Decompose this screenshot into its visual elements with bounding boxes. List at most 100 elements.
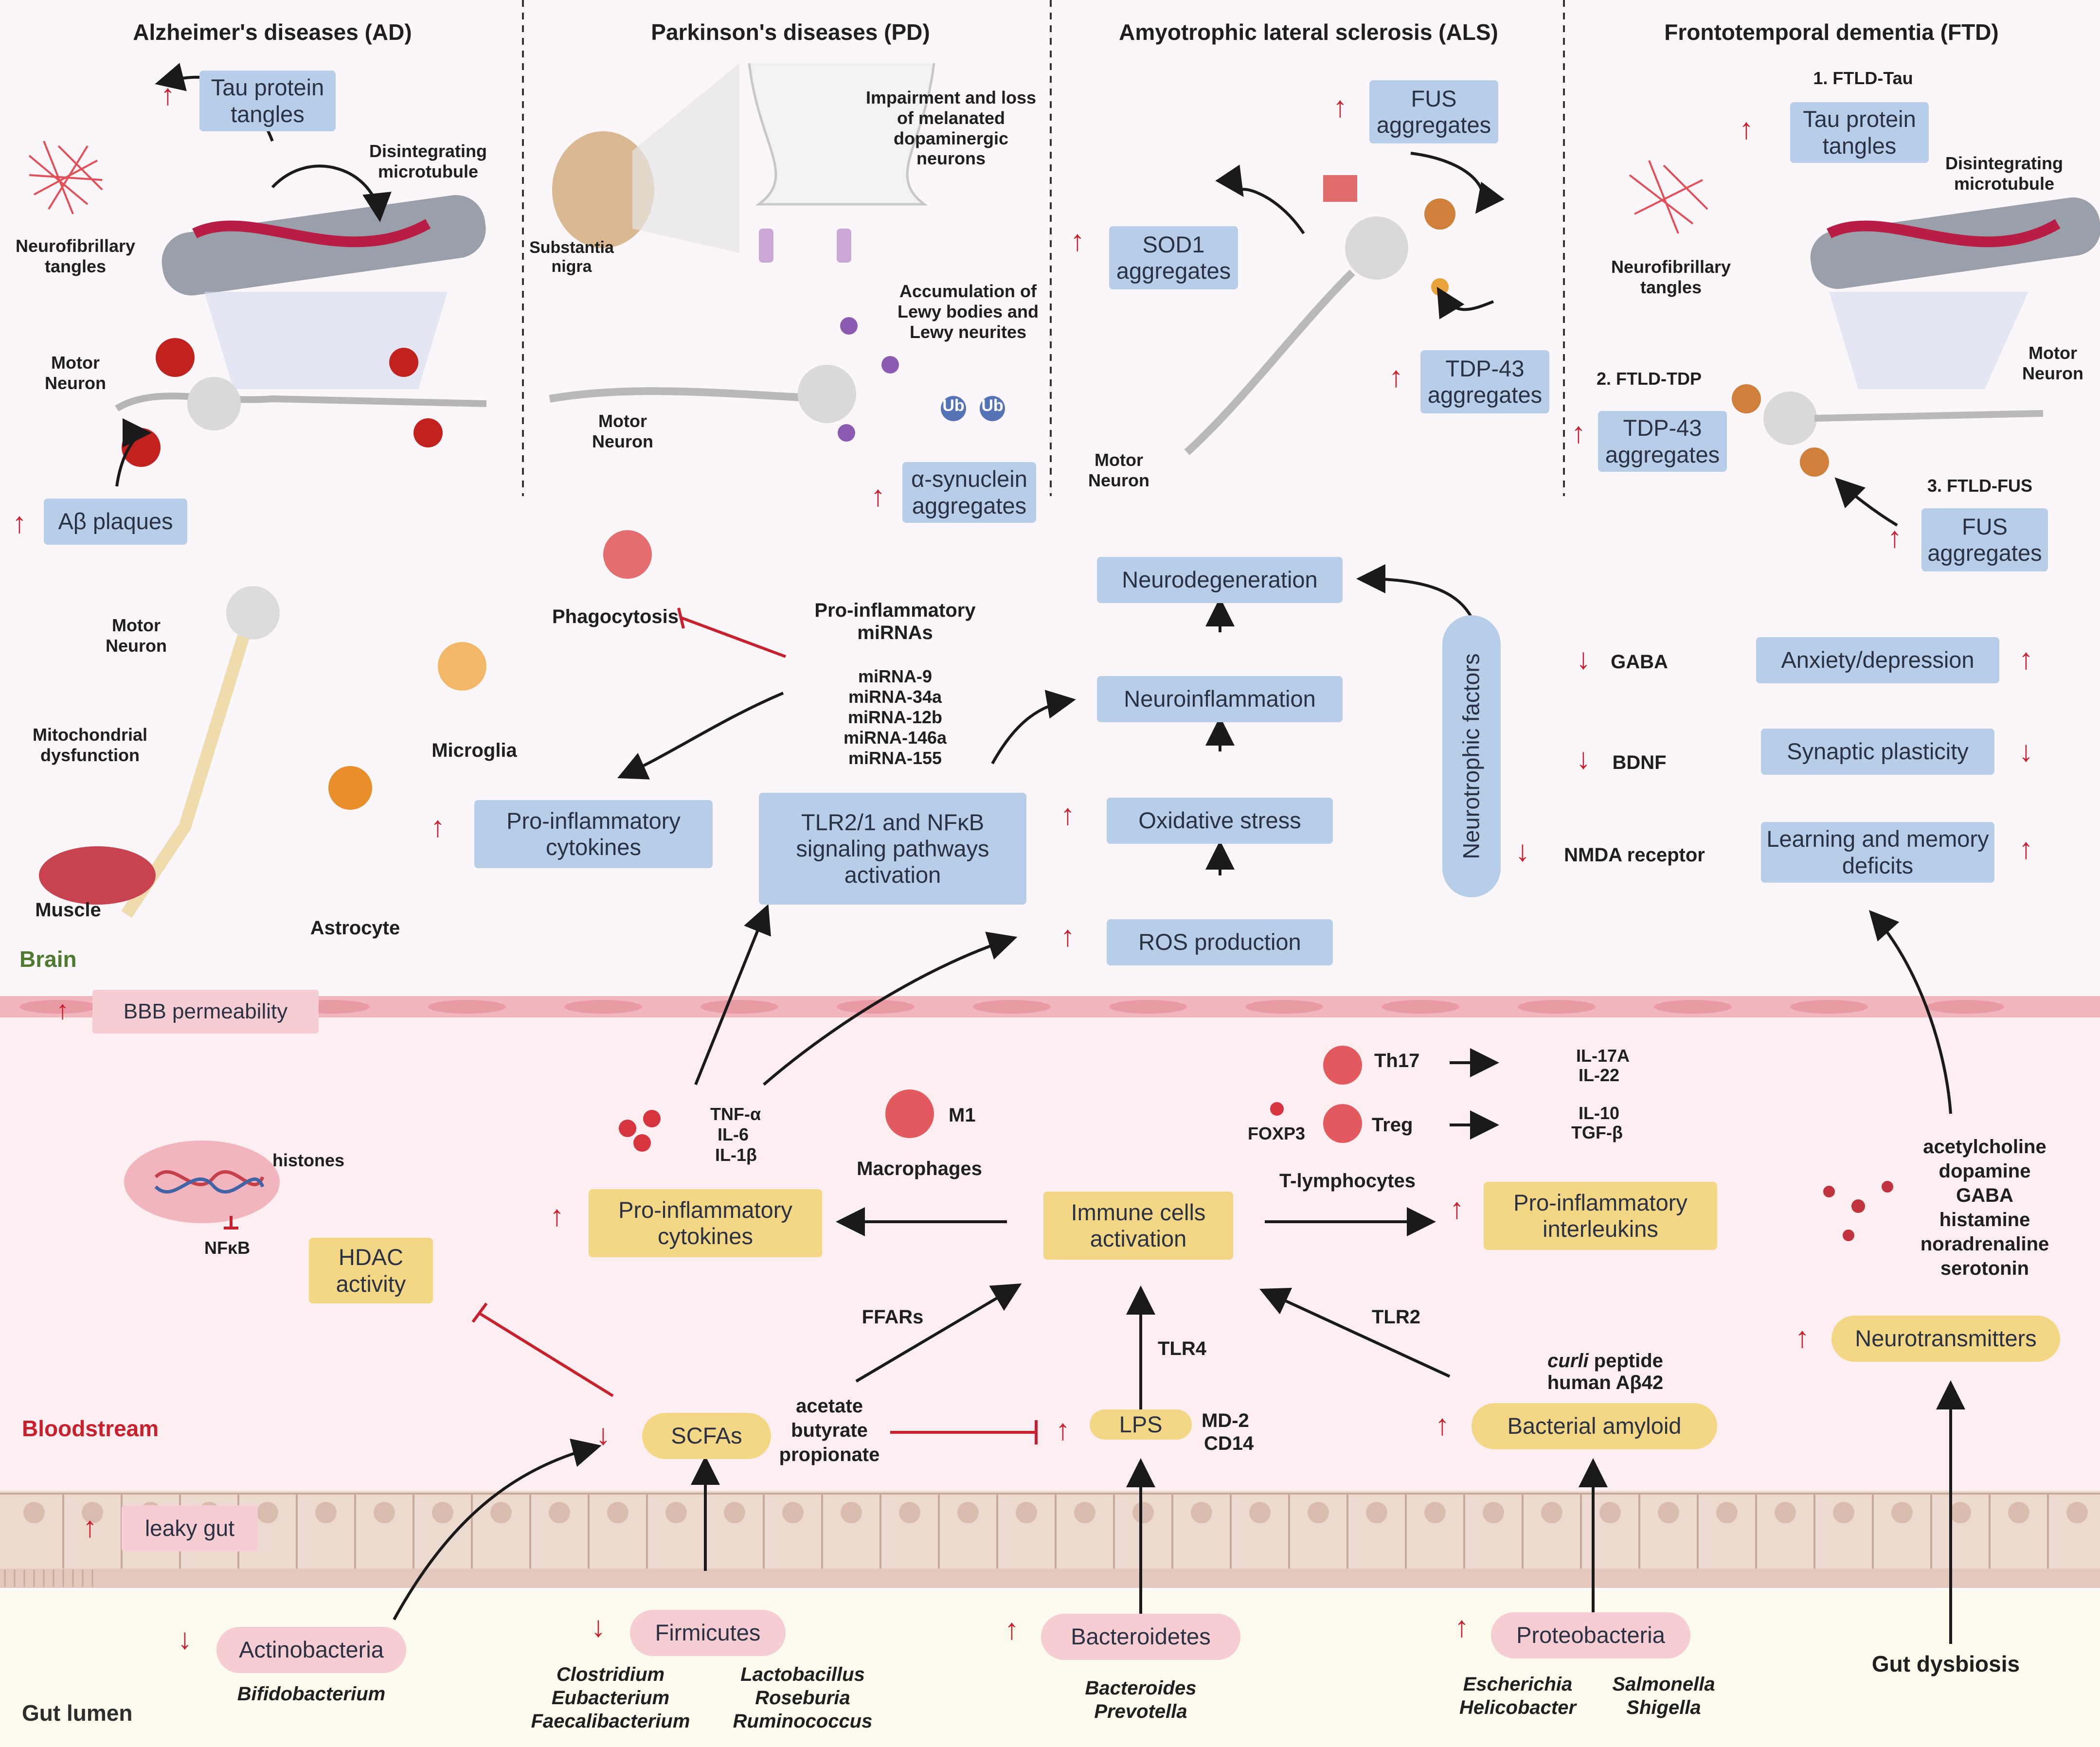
mirna-item: miRNA-146a: [843, 728, 947, 748]
brain-motor-neuron-label: Motor Neuron: [106, 615, 167, 656]
neurotransmitter-item: acetylcholine: [1923, 1136, 2046, 1158]
treg-label: Treg: [1372, 1114, 1413, 1136]
brain-cytokines-box: Pro-inflammatory cytokines: [474, 800, 713, 868]
increase-arrow-icon: ↑: [1739, 112, 1754, 145]
phylum-actinobacteria: Actinobacteria: [216, 1627, 406, 1673]
phylum-firmicutes: Firmicutes: [630, 1610, 786, 1656]
il22-label: IL-22: [1579, 1065, 1620, 1085]
scfa-item: acetate: [796, 1395, 863, 1417]
ubiquitin-label: Ub: [942, 396, 965, 415]
mirna-title: Pro-inflammatory miRNAs: [814, 600, 976, 644]
increase-arrow-icon: ↑: [431, 810, 445, 843]
mito-dysfunction-label: Mitochondrial dysfunction: [33, 725, 147, 765]
scfa-item: butyrate: [791, 1420, 868, 1441]
neurotransmitter-item: serotonin: [1940, 1258, 2029, 1279]
astrocyte-label: Astrocyte: [310, 917, 400, 939]
neurotransmitter-item: noradrenaline: [1920, 1233, 2049, 1255]
leaky-gut-box: leaky gut: [122, 1505, 258, 1551]
increase-arrow-icon: ↑: [1571, 416, 1586, 449]
decrease-arrow-icon: ↓: [591, 1610, 606, 1643]
increase-arrow-icon: ↑: [550, 1199, 564, 1232]
increase-arrow-icon: ↑: [1056, 1413, 1070, 1446]
increase-arrow-icon: ↑: [1060, 798, 1075, 831]
il10-label: IL-10: [1579, 1103, 1620, 1123]
neuroinflammation-box: Neuroinflammation: [1097, 676, 1343, 722]
decrease-arrow-icon: ↓: [596, 1418, 610, 1451]
ad-title: Alzheimer's diseases (AD): [133, 19, 412, 45]
decrease-arrow-icon: ↓: [1576, 642, 1591, 675]
ad-tau-box: Tau protein tangles: [199, 71, 336, 131]
increase-arrow-icon: ↑: [1454, 1610, 1469, 1643]
cytokine-il6-label: IL-6: [718, 1124, 749, 1144]
il17a-label: IL-17A: [1576, 1046, 1630, 1066]
ftd-microtubule-label: Disintegrating microtubule: [1945, 153, 2063, 194]
interleukins-box: Pro-inflammatory interleukins: [1484, 1182, 1717, 1250]
pd-lewy-label: Accumulation of Lewy bodies and Lewy neu…: [897, 281, 1039, 342]
macrophages-label: Macrophages: [857, 1158, 982, 1179]
ad-abeta-box: Aβ plaques: [44, 499, 187, 545]
genus-label: Escherichia: [1463, 1674, 1573, 1695]
ad-illustration: [28, 141, 487, 467]
human-abeta-label: human Aβ42: [1547, 1372, 1664, 1393]
learning-memory-box: Learning and memory deficits: [1761, 822, 1994, 883]
increase-arrow-icon: ↑: [1795, 1321, 1810, 1354]
increase-arrow-icon: ↑: [871, 480, 885, 512]
mirna-item: miRNA-9: [858, 666, 932, 686]
neurotransmitter-item: dopamine: [1938, 1160, 2031, 1182]
genus-label: Shigella: [1626, 1697, 1701, 1718]
genus-label: Clostridium: [556, 1664, 665, 1685]
als-title: Amyotrophic lateral sclerosis (ALS): [1119, 19, 1498, 45]
cytokine-il1b-label: IL-1β: [715, 1145, 757, 1165]
decrease-arrow-icon: ↓: [178, 1622, 192, 1655]
curli-peptide-label: curli peptide: [1513, 1350, 1698, 1372]
microglia-label: Microglia: [431, 740, 517, 761]
oxidative-stress-box: Oxidative stress: [1107, 798, 1333, 844]
tlr4-label: TLR4: [1158, 1338, 1206, 1359]
brain-cells: [39, 530, 652, 918]
phylum-bacteroidetes: Bacteroidetes: [1041, 1614, 1240, 1660]
gut-epithelium: [0, 1491, 2100, 1588]
bloodstream-zone-label: Bloodstream: [22, 1416, 159, 1441]
genus-label: Eubacterium: [551, 1687, 670, 1709]
increase-arrow-icon: ↑: [2019, 832, 2033, 865]
genus-label: Ruminococcus: [733, 1711, 873, 1732]
ffars-label: FFARs: [862, 1306, 924, 1328]
curli-rest: peptide: [1588, 1350, 1663, 1372]
pd-impairment-label: Impairment and loss of melanated dopamin…: [865, 88, 1037, 169]
ftd-illustration: [1629, 160, 2100, 477]
scfa-item: propionate: [779, 1444, 880, 1465]
pd-substantia-label: Substantia nigra: [529, 238, 614, 276]
als-sod1-box: SOD1 aggregates: [1109, 226, 1238, 289]
increase-arrow-icon: ↑: [1070, 224, 1085, 257]
genus-label: Roseburia: [755, 1687, 850, 1709]
bacterial-amyloid-box: Bacterial amyloid: [1472, 1403, 1717, 1449]
ad-microtubule-label: Disintegrating microtubule: [369, 141, 487, 181]
th17-label: Th17: [1374, 1050, 1420, 1071]
m1-label: M1: [949, 1105, 976, 1126]
ftld-fus-label: 3. FTLD-FUS: [1927, 476, 2032, 496]
phylum-proteobacteria: Proteobacteria: [1491, 1612, 1690, 1658]
pd-synuclein-box: α-synuclein aggregates: [902, 462, 1036, 523]
ros-production-box: ROS production: [1107, 919, 1333, 965]
gaba-label: GABA: [1611, 651, 1668, 673]
neurotransmitter-item: GABA: [1956, 1185, 2013, 1206]
increase-arrow-icon: ↑: [1389, 360, 1403, 393]
muscle-label: Muscle: [35, 899, 101, 921]
t-lymphocytes-label: T-lymphocytes: [1279, 1170, 1416, 1192]
pd-motor-neuron-label: Motor Neuron: [592, 411, 653, 451]
immune-activation-box: Immune cells activation: [1043, 1192, 1233, 1260]
blood-cytokines-box: Pro-inflammatory cytokines: [589, 1189, 822, 1257]
histones-label: histones: [272, 1150, 345, 1170]
ftld-tdp-label: 2. FTLD-TDP: [1597, 369, 1702, 389]
decrease-arrow-icon: ↓: [2019, 735, 2033, 767]
lps-box: LPS: [1090, 1409, 1192, 1440]
ftd-tau-box: Tau protein tangles: [1790, 102, 1929, 163]
md2-label: MD-2: [1202, 1410, 1249, 1431]
genus-label: Prevotella: [1094, 1701, 1187, 1722]
gut-lumen-zone-label: Gut lumen: [22, 1700, 133, 1726]
hdac-activity-box: HDAC activity: [309, 1238, 433, 1303]
scfas-box: SCFAs: [642, 1413, 771, 1459]
genus-label: Faecalibacterium: [531, 1711, 690, 1732]
als-illustration: [1184, 175, 1455, 455]
